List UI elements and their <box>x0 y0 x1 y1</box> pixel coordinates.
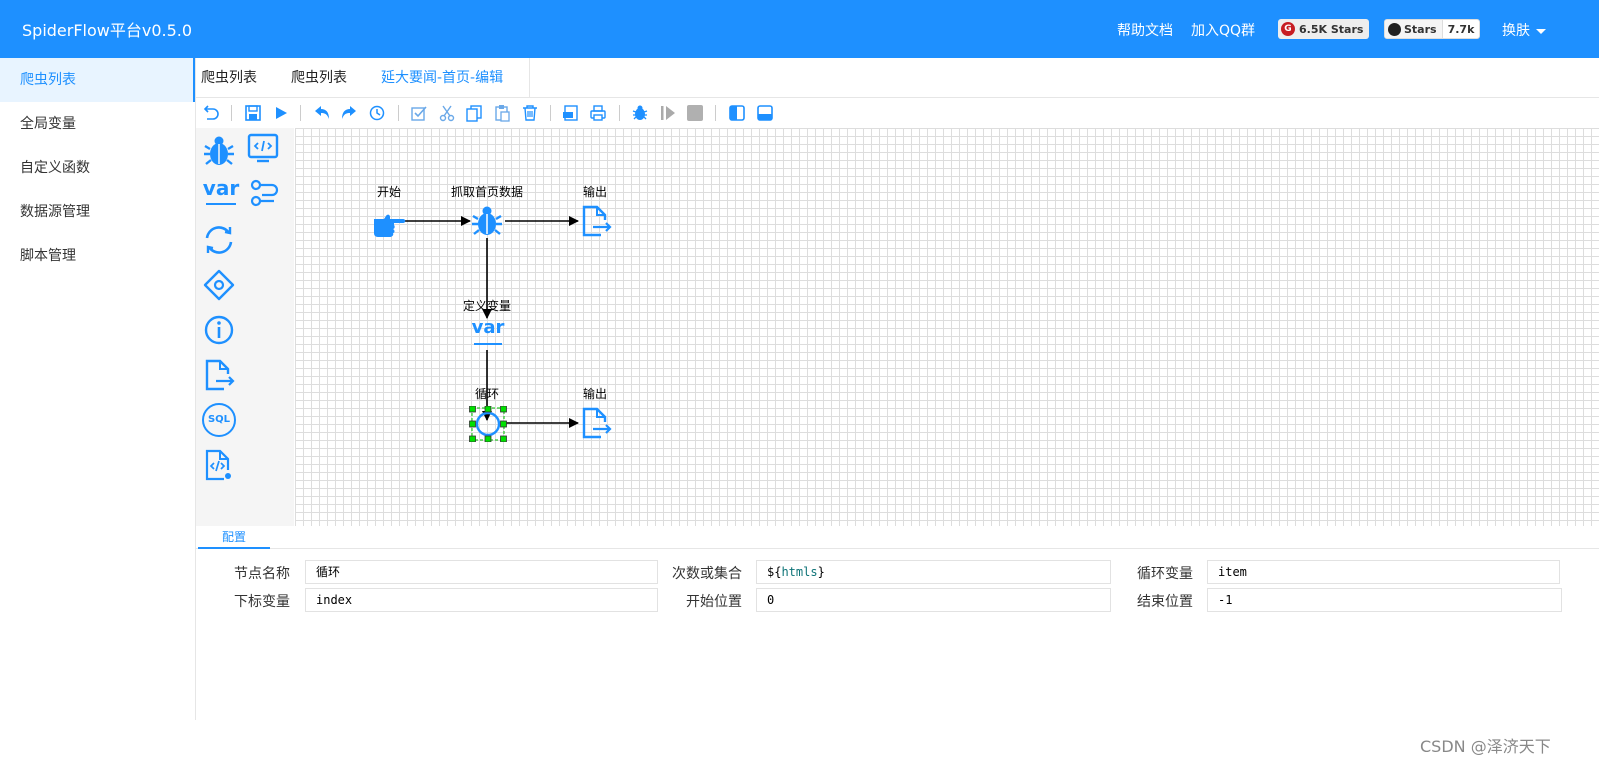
start-position-label: 开始位置 <box>686 594 742 610</box>
tab-edit-flow[interactable]: 延大要闻-首页-编辑 <box>381 58 530 98</box>
index-variable-label: 下标变量 <box>234 594 290 610</box>
loop-node-selected[interactable] <box>469 406 507 442</box>
define-var-node-icon[interactable]: var <box>470 317 506 349</box>
undo-icon[interactable] <box>313 104 331 122</box>
sql-node-icon[interactable]: SQL <box>202 403 236 437</box>
caret-down-icon <box>1536 28 1546 34</box>
node-name-input[interactable]: 循环 <box>305 560 658 584</box>
variable-node-icon[interactable]: var <box>202 176 240 210</box>
function-node-icon[interactable] <box>202 448 236 482</box>
node-label-start: 开始 <box>376 185 402 199</box>
sidebar-item-datasource[interactable]: 数据源管理 <box>20 204 90 220</box>
node-label-output-2: 输出 <box>582 387 608 401</box>
sidebar: 爬虫列表 全局变量 自定义函数 数据源管理 脚本管理 <box>0 58 196 720</box>
node-name-label: 节点名称 <box>234 566 290 582</box>
sidebar-item-custom-functions[interactable]: 自定义函数 <box>20 160 90 176</box>
export-xml-icon[interactable] <box>562 104 580 122</box>
output-node-1-icon[interactable] <box>579 204 613 238</box>
spider-node-icon[interactable] <box>202 134 236 168</box>
flow-canvas[interactable]: 开始 抓取首页数据 输出 定义变量 var 循环 输出 <box>295 128 1599 526</box>
sidebar-item-scripts[interactable]: 脚本管理 <box>20 248 76 264</box>
end-position-input[interactable]: -1 <box>1207 588 1562 612</box>
return-icon[interactable] <box>202 104 220 122</box>
node-label-define-var: 定义变量 <box>462 299 512 313</box>
code-block-node-icon[interactable] <box>246 132 280 166</box>
output-node-2-icon[interactable] <box>579 406 613 440</box>
gitee-icon: G <box>1281 22 1295 36</box>
config-tabs: 配置 <box>196 526 1599 549</box>
github-icon <box>1388 22 1401 36</box>
gitee-stars-badge[interactable]: G 6.5K Stars <box>1278 19 1370 39</box>
end-position-label: 结束位置 <box>1137 594 1193 610</box>
delete-icon[interactable] <box>521 104 539 122</box>
fetch-node-spider-icon[interactable] <box>470 204 504 238</box>
app-title: SpiderFlow平台v0.5.0 <box>22 21 193 40</box>
loop-node-icon[interactable] <box>202 223 236 257</box>
sidebar-item-spider-list[interactable]: 爬虫列表 <box>0 58 195 102</box>
output-node-icon[interactable] <box>202 358 236 392</box>
node-label-loop: 循环 <box>474 387 500 401</box>
debug-icon[interactable] <box>631 104 649 122</box>
condition-node-icon[interactable] <box>202 268 236 302</box>
layout-left-icon[interactable] <box>728 104 746 122</box>
history-icon[interactable] <box>368 104 386 122</box>
layout-bottom-icon[interactable] <box>756 104 774 122</box>
editor-toolbar <box>196 98 1599 128</box>
select-all-icon[interactable] <box>410 104 428 122</box>
info-node-icon[interactable] <box>202 313 236 347</box>
copy-icon[interactable] <box>465 104 483 122</box>
loop-variable-label: 循环变量 <box>1137 566 1193 582</box>
page-tabs: 爬虫列表 爬虫列表 延大要闻-首页-编辑 <box>196 58 1599 98</box>
count-or-collection-input[interactable]: ${htmls} <box>756 560 1111 584</box>
top-header: SpiderFlow平台v0.5.0 帮助文档 加入QQ群 G 6.5K Sta… <box>0 0 1599 58</box>
node-label-fetch: 抓取首页数据 <box>450 185 524 199</box>
run-icon[interactable] <box>272 104 290 122</box>
tab-spider-list-1[interactable]: 爬虫列表 <box>201 70 257 86</box>
join-qq-link[interactable]: 加入QQ群 <box>1191 23 1256 39</box>
index-variable-input[interactable]: index <box>305 588 658 612</box>
paste-icon[interactable] <box>493 104 511 122</box>
print-icon[interactable] <box>589 104 607 122</box>
start-position-input[interactable]: 0 <box>756 588 1111 612</box>
cut-icon[interactable] <box>438 104 456 122</box>
skin-dropdown[interactable]: 换肤 <box>1502 20 1546 40</box>
start-node-hand-icon[interactable] <box>372 205 406 239</box>
help-docs-link[interactable]: 帮助文档 <box>1117 23 1173 39</box>
request-node-icon[interactable] <box>246 176 280 210</box>
redo-icon[interactable] <box>340 104 358 122</box>
csdn-watermark: CSDN @泽济天下 <box>1420 737 1551 756</box>
node-label-output-1: 输出 <box>582 185 608 199</box>
count-or-collection-label: 次数或集合 <box>672 566 742 582</box>
loop-variable-input[interactable]: item <box>1207 560 1560 584</box>
github-stars-badge[interactable]: Stars 7.7k <box>1384 19 1481 39</box>
resume-icon[interactable] <box>659 104 677 122</box>
tab-config[interactable]: 配置 <box>198 526 270 549</box>
tab-spider-list-2[interactable]: 爬虫列表 <box>291 70 347 86</box>
save-icon[interactable] <box>244 104 262 122</box>
node-palette: var SQL <box>196 128 294 526</box>
sidebar-item-global-vars[interactable]: 全局变量 <box>20 116 76 132</box>
stop-icon[interactable] <box>686 104 704 122</box>
